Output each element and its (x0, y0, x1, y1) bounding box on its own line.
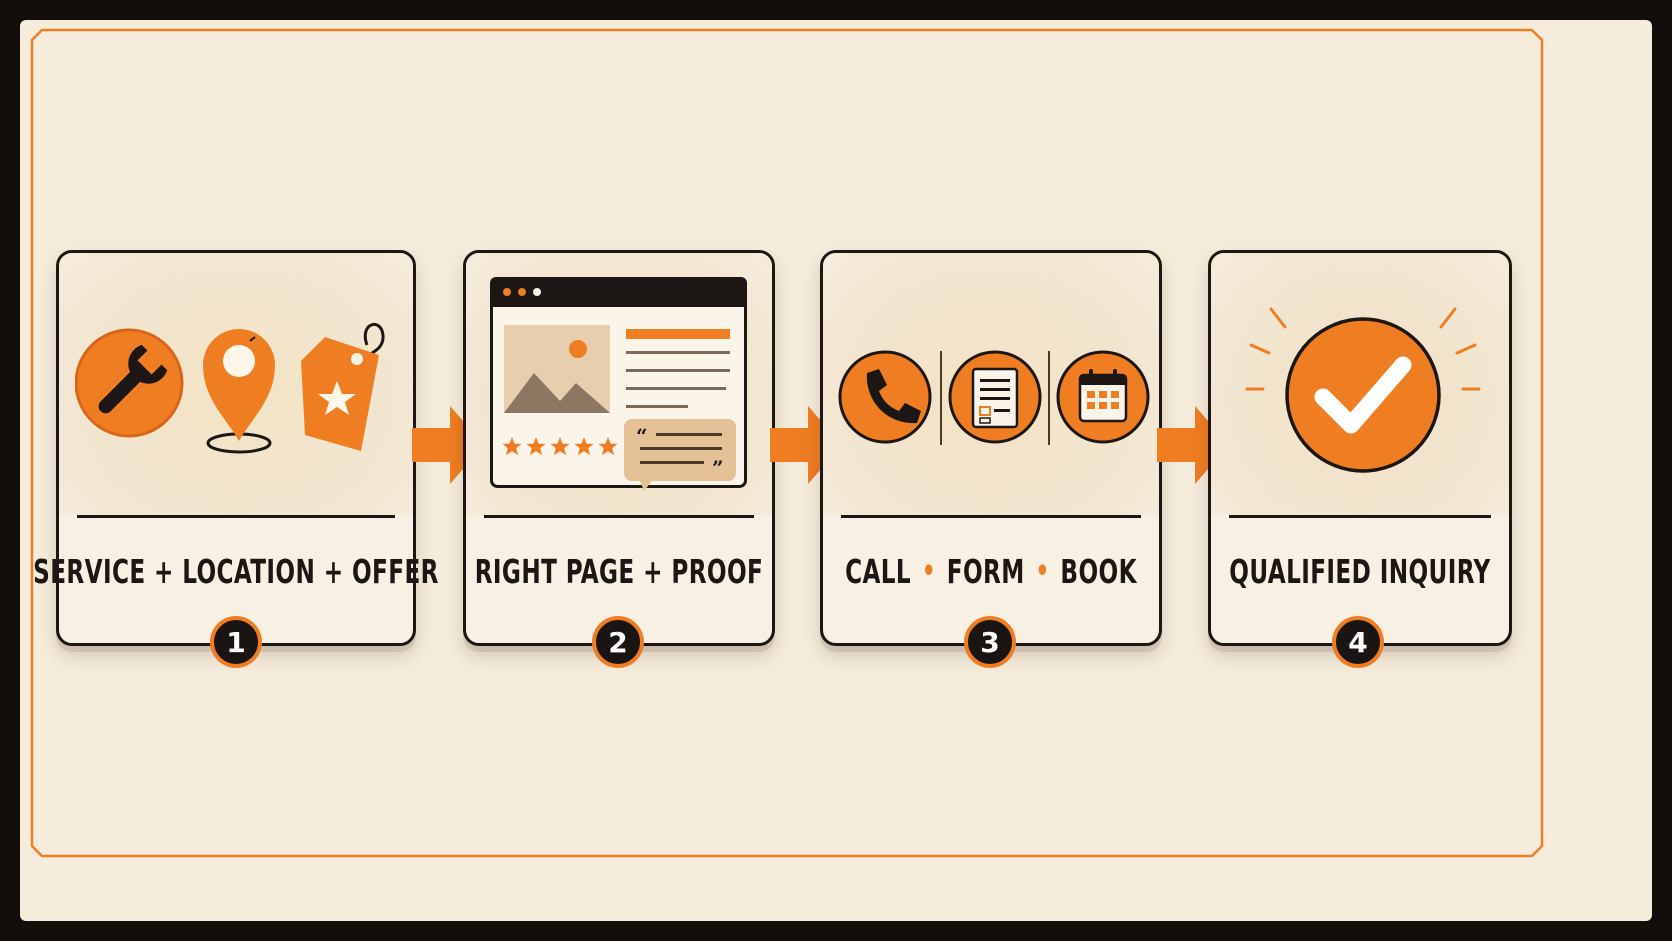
phone-icon (838, 350, 932, 444)
step-1-divider (77, 515, 395, 518)
image-icon (504, 325, 610, 413)
wrench-icon (75, 328, 184, 438)
svg-text:”: ” (712, 456, 724, 480)
map-pin-icon (203, 329, 275, 454)
separator-dot: • (921, 553, 936, 589)
step-1-illustration (59, 253, 413, 515)
checkmark-icon (1245, 307, 1481, 473)
price-tag-icon (301, 323, 385, 451)
step-3-label: CALL • FORM • BOOK (845, 545, 1136, 597)
calendar-icon (1056, 350, 1150, 444)
step-4-card: QUALIFIED INQUIRY (1208, 250, 1512, 646)
step-3-divider (841, 515, 1141, 518)
book-label: BOOK (1060, 551, 1137, 591)
step-2-divider (484, 515, 754, 518)
form-icon (948, 350, 1042, 444)
step-1-label: SERVICE + LOCATION + OFFER (33, 551, 439, 591)
step-3-card: CALL • FORM • BOOK (820, 250, 1162, 646)
step-4-divider (1229, 515, 1491, 518)
webpage-icon: “ ” (490, 277, 747, 491)
step-2-illustration: “ ” (466, 253, 772, 515)
separator-dot: • (1035, 553, 1050, 589)
contact-options (838, 350, 1150, 445)
step-1-number-badge: 1 (210, 616, 262, 668)
step-4-label: QUALIFIED INQUIRY (1229, 551, 1491, 591)
frame-border (30, 28, 1544, 858)
step-3-illustration (823, 253, 1159, 515)
step-3-number-badge: 3 (964, 616, 1016, 668)
step-4-number-badge: 4 (1332, 616, 1384, 668)
step-2-label: RIGHT PAGE + PROOF (474, 551, 764, 591)
call-label: CALL (845, 551, 912, 591)
diagram-board: SERVICE + LOCATION + OFFER 1 (20, 20, 1652, 921)
step-1-card: SERVICE + LOCATION + OFFER (33, 250, 439, 646)
five-stars-icon (502, 437, 618, 455)
step-2-number-badge: 2 (592, 616, 644, 668)
form-label: FORM (946, 551, 1025, 591)
quote-bubble-icon: “ ” (624, 419, 736, 491)
step-4-illustration (1211, 253, 1509, 515)
svg-text:“: “ (636, 424, 648, 448)
step-2-card: “ ” RIGHT PAGE + PROOF (463, 250, 775, 646)
